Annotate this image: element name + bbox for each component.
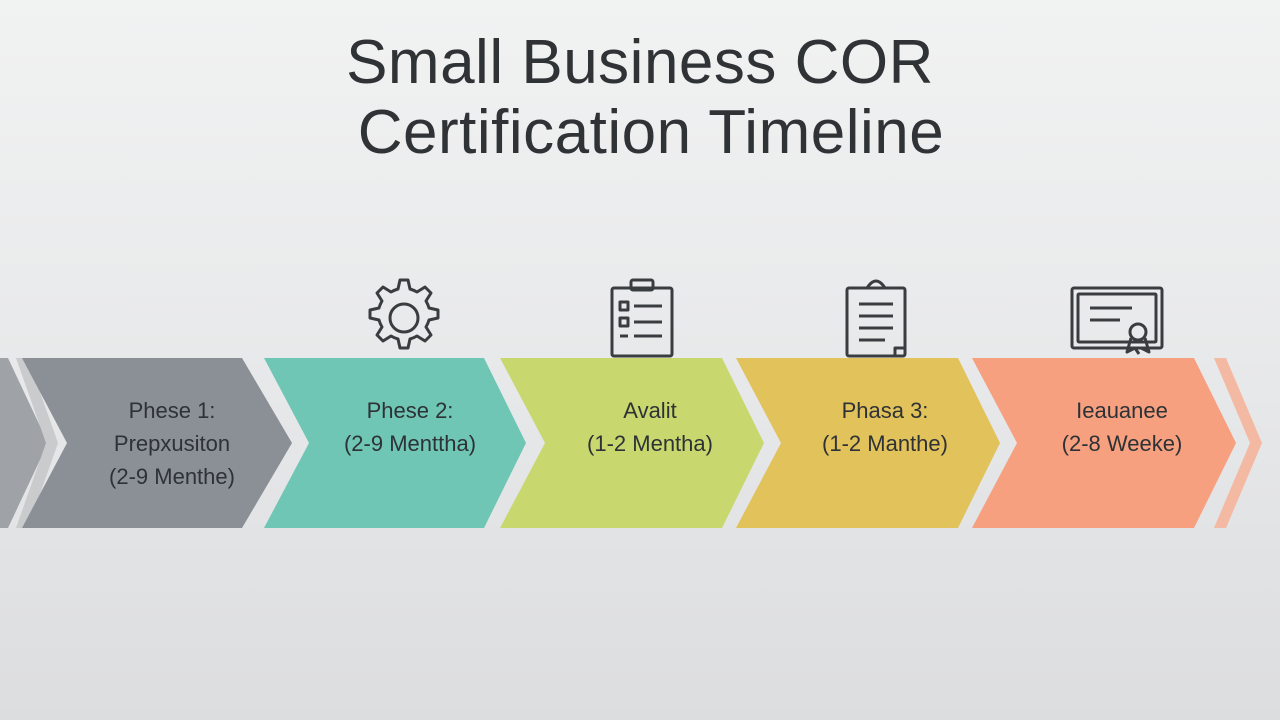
phase-5-line-1: Ieauanee: [1076, 398, 1168, 423]
phase-1-line-1: Phese 1:: [128, 398, 216, 423]
title-line-2: Certification Timeline: [357, 98, 945, 167]
phase-3-line-2: (1-2 Mentha): [587, 431, 713, 456]
phase-4-line-1: Phasa 3:: [841, 398, 929, 423]
timeline-end-fragment: [1214, 358, 1264, 528]
phase-label-2: Phese 2: (2-9 Menttha): [300, 394, 520, 460]
phase-2-line-2: (2-9 Menttha): [343, 431, 477, 456]
phase-label-5: Ieauanee (2-8 Weeke): [1012, 394, 1232, 460]
phase-chevron-5: [972, 358, 1247, 528]
phase-2-line-1: Phese 2:: [366, 398, 454, 423]
phase-5-line-2: (2-8 Weeke): [1061, 431, 1183, 456]
phase-chevron-2: [264, 358, 539, 528]
phase-chevron-4: [736, 358, 1011, 528]
page-title: Small Business COR Certification Timelin…: [0, 28, 1280, 168]
gear-icon: [359, 276, 449, 360]
timeline-start-fragment: [0, 358, 58, 528]
phase-chevron-3: [500, 358, 775, 528]
phase-3-line-1: Avalit: [623, 398, 677, 423]
title-line-1: Small Business COR: [346, 28, 934, 97]
phase-1-line-3: (2-9 Menthe): [109, 464, 235, 489]
phase-label-4: Phasa 3: (1-2 Manthe): [775, 394, 995, 460]
clipboard-checklist-icon: [598, 276, 688, 360]
phase-label-3: Avalit (1-2 Mentha): [540, 394, 760, 460]
phase-chevron-1: [22, 358, 297, 528]
phase-4-line-2: (1-2 Manthe): [822, 431, 948, 456]
document-icon: [831, 276, 921, 360]
certificate-icon: [1068, 276, 1168, 360]
phase-1-line-2: Prepxusiton: [113, 431, 231, 456]
phase-label-1: Phese 1: Prepxusiton (2-9 Menthe): [62, 394, 282, 493]
